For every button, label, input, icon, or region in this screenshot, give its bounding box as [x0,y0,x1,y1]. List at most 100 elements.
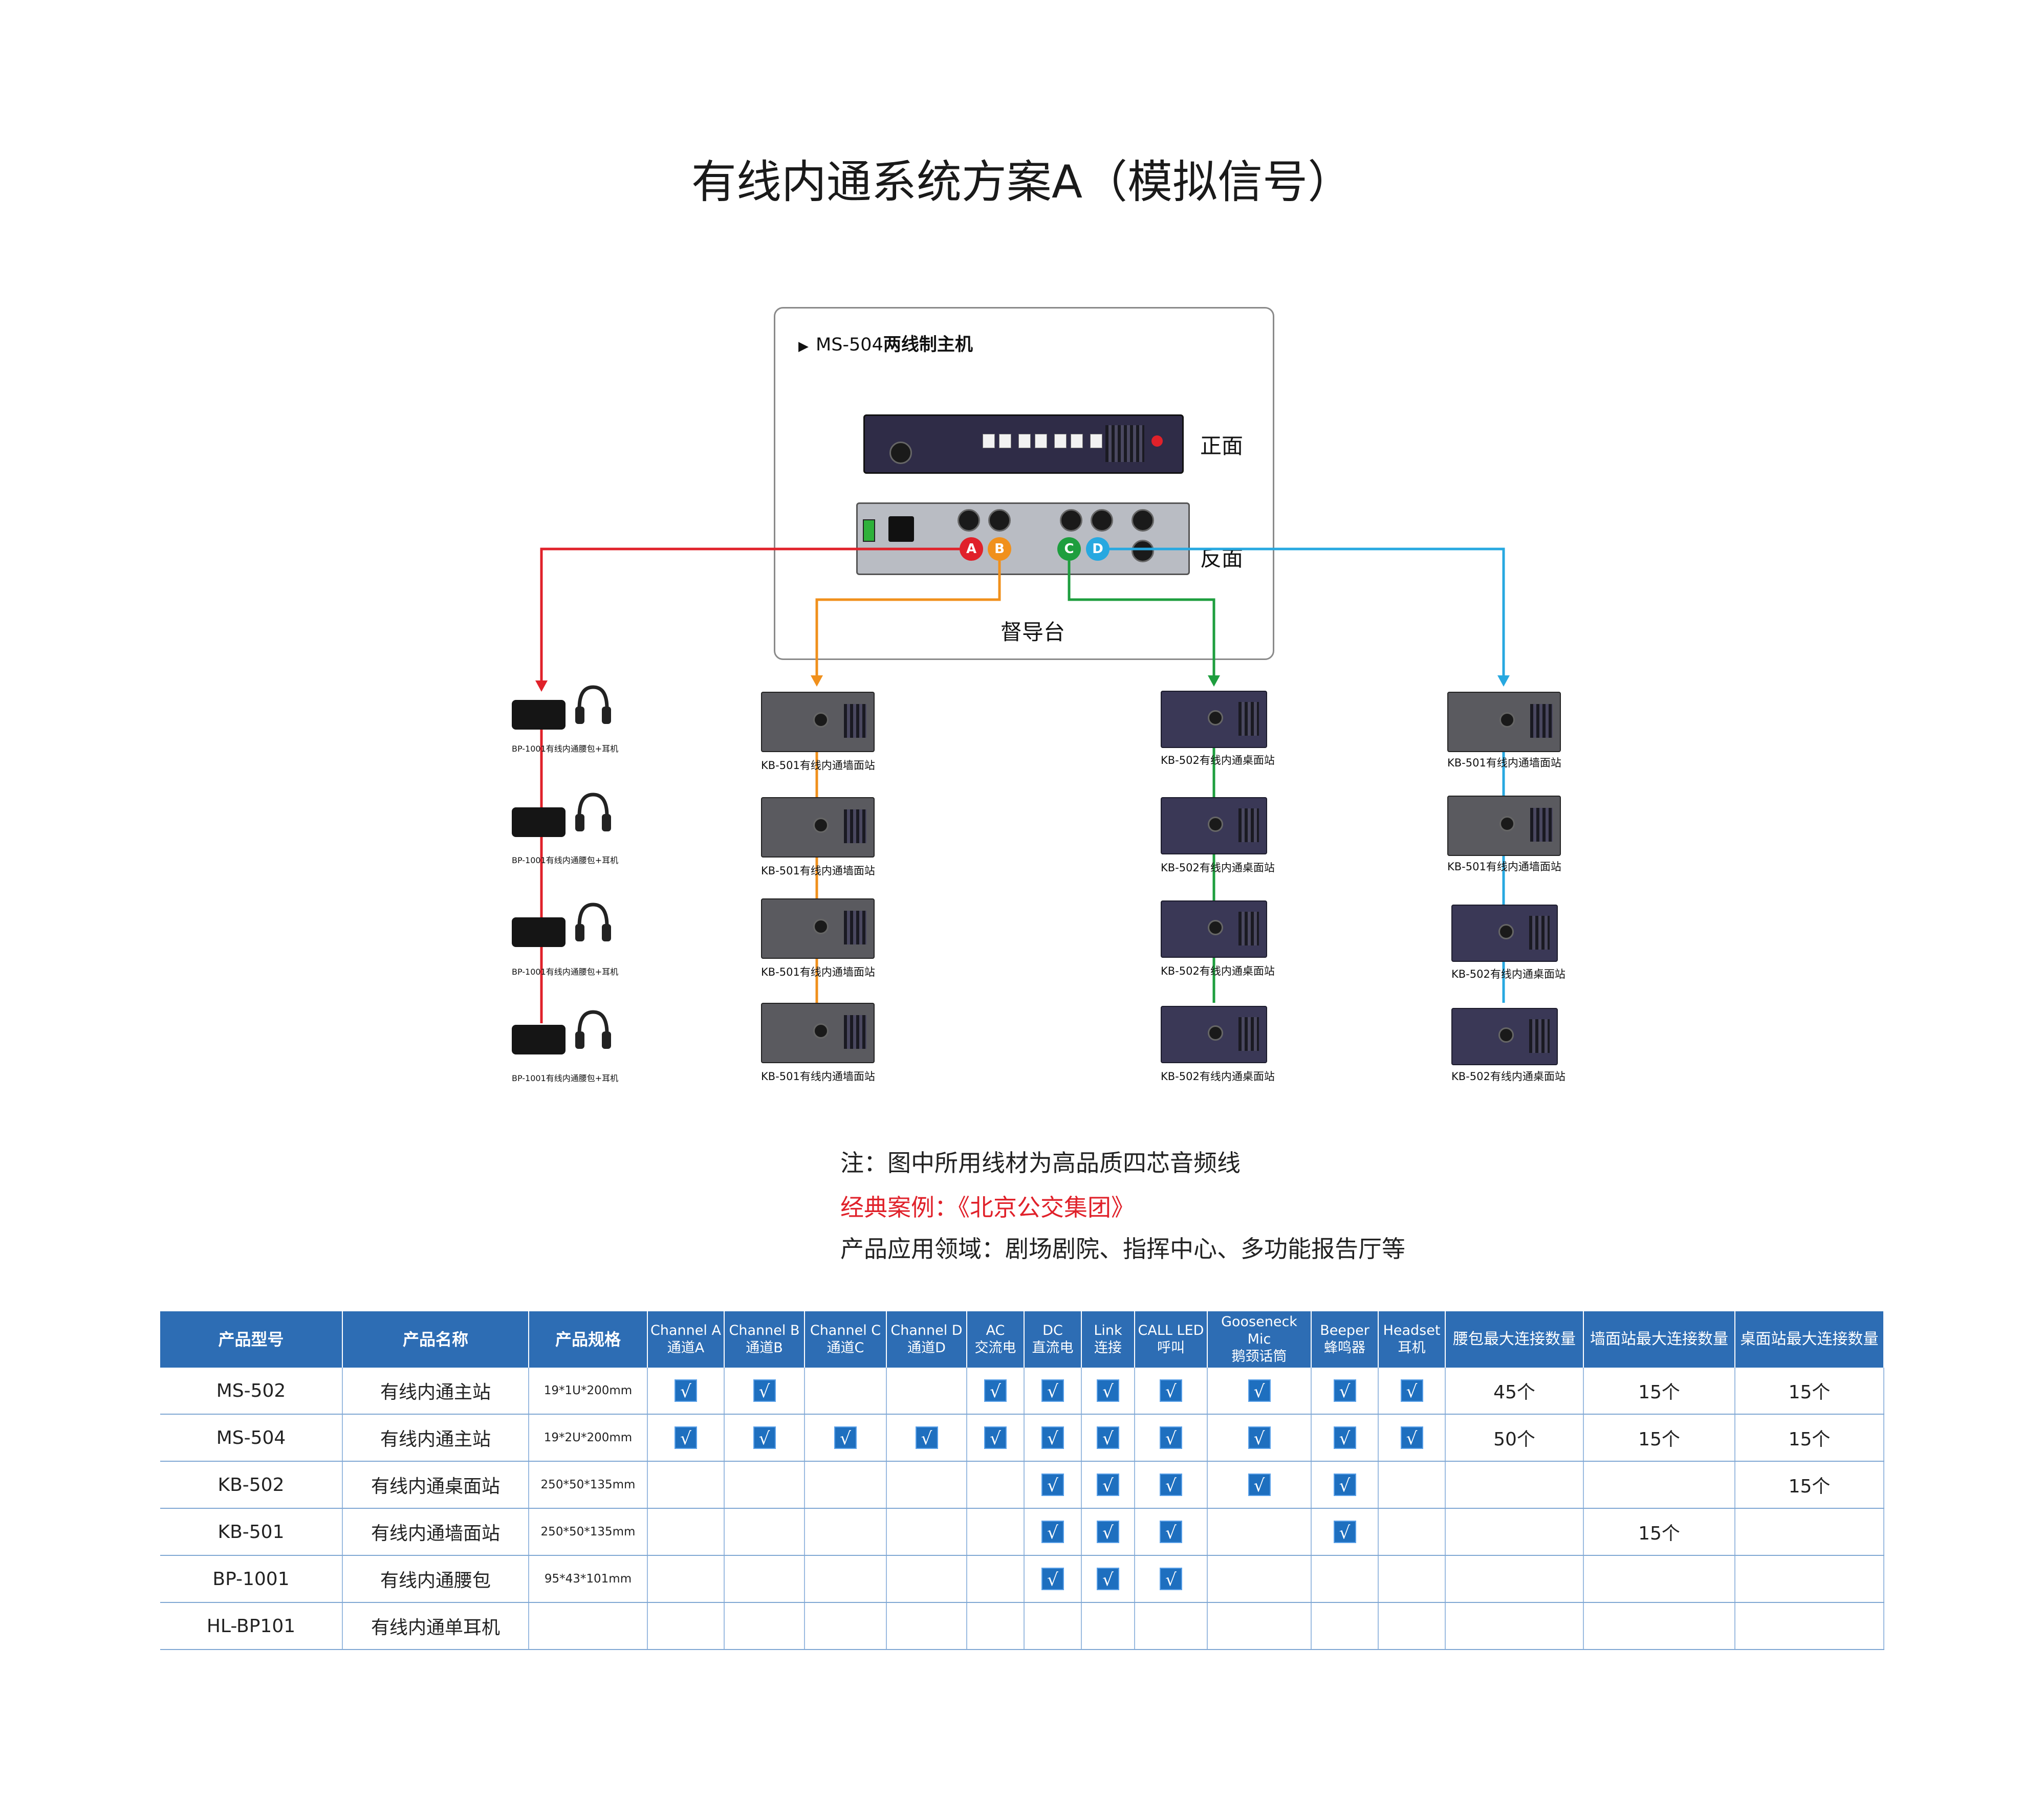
cell-feature: √ [1311,1508,1379,1556]
xlr-connector-icon [1132,509,1154,532]
wall-station-label: KB-501有线内通墙面站 [761,1070,875,1083]
checkbox-checked-icon: √ [1248,1426,1271,1449]
cell-feature: √ [1081,1508,1135,1556]
arrow-c-icon [1208,675,1220,687]
application-note: 产品应用领域：剧场剧院、指挥中心、多功能报告厅等 [840,1235,1405,1263]
cell-desk-max [1735,1555,1884,1603]
cell-wall-max [1583,1602,1735,1650]
cell-feature: √ [1024,1368,1082,1415]
wall-station-icon [761,692,875,752]
checkbox-checked-icon: √ [1160,1379,1182,1402]
checkbox-checked-icon: √ [675,1379,697,1402]
desk-station-label: KB-502有线内通桌面站 [1161,862,1275,874]
desk-station-label: KB-502有线内通桌面站 [1451,968,1565,980]
checkbox-checked-icon: √ [1097,1568,1119,1590]
cell-name: 有线内通主站 [342,1414,529,1462]
cell-spec: 19*2U*200mm [529,1414,648,1462]
checkbox-checked-icon: √ [1248,1379,1271,1402]
cell-model: KB-501 [160,1508,343,1556]
header-wall-max: 墙面站最大连接数量 [1583,1311,1735,1368]
beltpack-icon [512,807,566,837]
checkbox-checked-icon: √ [1160,1426,1182,1449]
front-knob-icon [889,442,912,464]
checkbox-checked-icon: √ [984,1379,1007,1402]
checkbox-checked-icon: √ [834,1426,857,1449]
cell-feature [647,1555,725,1603]
cell-feature: √ [1081,1461,1135,1509]
front-button-icon [983,434,995,448]
cell-feature: √ [1207,1461,1312,1509]
desk-station-icon [1161,900,1267,958]
desk-station-label: KB-502有线内通桌面站 [1451,1070,1565,1083]
ms504-front-panel [863,414,1184,474]
cell-desk-max [1735,1508,1884,1556]
cell-feature: √ [1135,1555,1208,1603]
cell-feature: √ [647,1414,725,1462]
cell-model: MS-502 [160,1368,343,1415]
header-spec: 产品规格 [529,1311,648,1368]
classic-case: 经典案例：《北京公交集团》 [840,1189,1135,1223]
front-label: 正面 [1200,433,1244,458]
cell-feature: √ [1081,1414,1135,1462]
cell-spec: 250*50*135mm [529,1508,648,1556]
header-desk-max: 桌面站最大连接数量 [1735,1311,1884,1368]
beltpack-label: BP-1001有线内通腰包+耳机 [512,855,619,865]
checkbox-checked-icon: √ [675,1426,697,1449]
checkbox-checked-icon: √ [1160,1474,1182,1496]
cell-belt-max [1445,1461,1584,1509]
cell-feature: √ [1135,1414,1208,1462]
port-c: C [1057,537,1081,561]
cell-feature [886,1368,967,1415]
cell-belt-max: 45个 [1445,1368,1584,1415]
cable-note: 注：图中所用线材为高品质四芯音频线 [840,1149,1241,1177]
cell-feature [647,1461,725,1509]
cell-spec: 19*1U*200mm [529,1368,648,1415]
cell-feature [804,1368,887,1415]
cell-feature [967,1461,1025,1509]
beltpack-label: BP-1001有线内通腰包+耳机 [512,967,619,977]
wall-station-label: KB-501有线内通墙面站 [1447,757,1561,769]
channel-c-wire [1068,561,1215,679]
xlr-connector-icon [958,509,980,532]
arrow-a-icon [535,680,548,692]
cell-desk-max: 15个 [1735,1414,1884,1462]
checkbox-checked-icon: √ [1041,1426,1064,1449]
cell-wall-max: 15个 [1583,1414,1735,1462]
channel-a-wire [540,547,960,683]
cell-desk-max [1735,1602,1884,1650]
cell-feature [1207,1508,1312,1556]
cell-feature: √ [1207,1414,1312,1462]
cell-feature: √ [967,1414,1025,1462]
cell-feature [724,1602,805,1650]
cell-feature [1207,1555,1312,1603]
cell-name: 有线内通墙面站 [342,1508,529,1556]
checkbox-checked-icon: √ [1097,1379,1119,1402]
desk-station-icon [1451,905,1558,962]
checkbox-checked-icon: √ [1097,1474,1119,1496]
wall-station-label: KB-501有线内通墙面站 [1447,861,1561,873]
cell-desk-max: 15个 [1735,1368,1884,1415]
cell-feature: √ [1311,1368,1379,1415]
checkbox-checked-icon: √ [1097,1426,1119,1449]
wall-station-label: KB-501有线内通墙面站 [761,865,875,877]
checkbox-checked-icon: √ [1333,1379,1356,1402]
cell-feature [724,1461,805,1509]
cell-wall-max [1583,1461,1735,1509]
checkbox-checked-icon: √ [1400,1379,1423,1402]
ms504-rear-panel [856,502,1190,575]
cell-feature: √ [804,1414,887,1462]
cell-model: MS-504 [160,1414,343,1462]
checkbox-checked-icon: √ [1097,1521,1119,1543]
main-unit-model: MS-504 [816,335,883,355]
cell-spec: 95*43*101mm [529,1555,648,1603]
cell-feature [804,1555,887,1603]
